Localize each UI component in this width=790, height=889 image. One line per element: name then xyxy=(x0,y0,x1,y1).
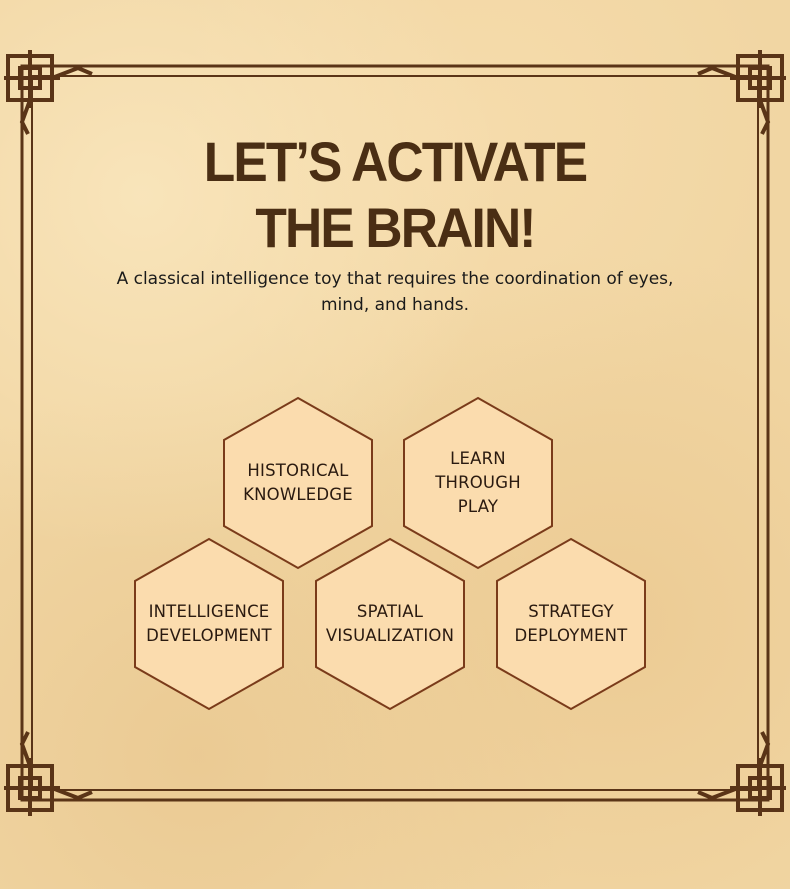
hexagon-label-line: KNOWLEDGE xyxy=(243,485,353,504)
hexagon-label-line: INTELLIGENCE xyxy=(148,602,270,621)
hexagon-historical-knowledge: HISTORICAL KNOWLEDGE xyxy=(222,396,374,570)
hexagon-label-line: DEVELOPMENT xyxy=(146,626,272,645)
corner-ornament-bottom-right xyxy=(697,731,786,816)
hexagon-label-line: THROUGH xyxy=(435,473,521,492)
headline-line-2: THE BRAIN! xyxy=(255,196,536,259)
hexagon-strategy-deployment: STRATEGY DEPLOYMENT xyxy=(495,537,647,711)
hexagon-spatial-visualization: SPATIAL VISUALIZATION xyxy=(314,537,466,711)
corner-ornament-bottom-left xyxy=(4,731,93,816)
hexagon-label-line: STRATEGY xyxy=(528,602,614,621)
hexagon-learn-through-play: LEARN THROUGH PLAY xyxy=(402,396,554,570)
corner-ornament-top-right xyxy=(697,50,786,135)
headline-line-1: LET’S ACTIVATE xyxy=(203,130,588,193)
hexagon-label-line: DEPLOYMENT xyxy=(514,626,628,645)
hexagon-label-line: VISUALIZATION xyxy=(325,626,455,645)
hexagon-label-line: LEARN xyxy=(450,449,506,468)
corner-ornament-top-left xyxy=(4,50,93,135)
hexagon-label-line: SPATIAL xyxy=(356,602,424,621)
hexagon-label-line: PLAY xyxy=(457,497,499,516)
subtitle-line-1: A classical intelligence toy that requir… xyxy=(116,269,674,289)
subtitle-line-2: mind, and hands. xyxy=(320,295,470,315)
hexagon-intelligence-development: INTELLIGENCE DEVELOPMENT xyxy=(133,537,285,711)
hexagon-label-line: HISTORICAL xyxy=(247,461,349,480)
